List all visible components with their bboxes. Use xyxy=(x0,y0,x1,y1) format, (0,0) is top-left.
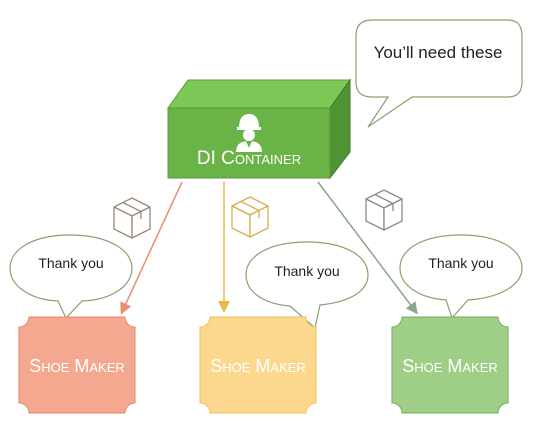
di-container-box: DI Container xyxy=(167,78,351,180)
container-bubble-text: You’ll need these xyxy=(374,43,503,62)
package-box-icon xyxy=(365,189,403,231)
package-box-icon xyxy=(113,197,151,239)
maker-3-reply: Thank you xyxy=(428,255,493,271)
container-speech-bubble: You’ll need these xyxy=(355,19,523,128)
thank-you-bubble-1: Thank you xyxy=(9,234,133,320)
shoe-maker-tile-1: Shoe Maker xyxy=(18,316,136,414)
shoe-maker-label-3: Shoe Maker xyxy=(402,356,498,376)
package-box-icon xyxy=(231,196,269,238)
shoe-maker-label-2: Shoe Maker xyxy=(210,356,306,376)
maker-1-reply: Thank you xyxy=(38,255,103,271)
thank-you-bubble-2: Thank you xyxy=(245,241,369,330)
shoe-maker-tile-3: Shoe Maker xyxy=(391,316,509,414)
arrow-to-maker-1 xyxy=(120,181,183,315)
shoe-maker-label-1: Shoe Maker xyxy=(29,356,125,376)
arrow-to-maker-3 xyxy=(317,181,418,315)
worker-helmet-icon xyxy=(236,114,262,152)
shoe-maker-tile-2: Shoe Maker xyxy=(199,316,317,414)
maker-2-reply: Thank you xyxy=(274,263,339,279)
thank-you-bubble-3: Thank you xyxy=(399,234,523,320)
container-label: DI Container xyxy=(197,148,301,169)
